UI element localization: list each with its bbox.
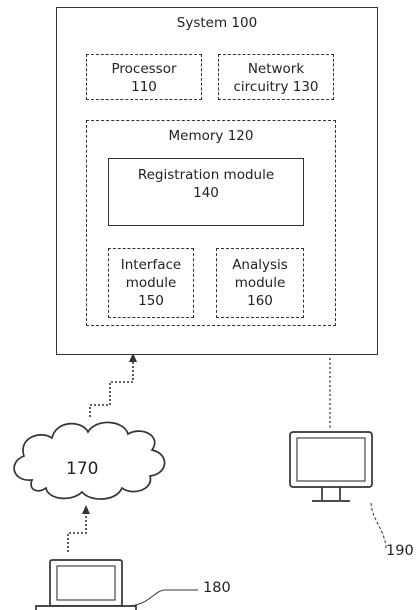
monitor-label: 190 [386,543,414,559]
network-box: Network circuitry 130 [218,54,334,100]
cloud-label: 170 [66,459,99,479]
monitor-icon [289,431,373,502]
monitor-leader-line [370,502,387,549]
laptop-icon [35,559,137,610]
analysis-box: Analysis module 160 [216,248,304,318]
laptop-label: 180 [203,580,231,596]
analysis-label-line1: Analysis [232,257,288,273]
arrow-up-icon [82,505,90,514]
analysis-label-line3: 160 [247,293,273,309]
registration-label-line1: Registration module [137,167,275,183]
arrow-up-icon [129,353,137,362]
laptop-leader-line [129,589,198,607]
system-label: System 100 [176,15,258,31]
interface-box: Interface module 150 [108,248,194,318]
cloud-shape [13,421,166,500]
interface-label-line1: Interface [120,257,182,273]
interface-label-line2: module [125,275,177,291]
processor-label-line2: 110 [131,79,157,95]
interface-label-line3: 150 [138,293,164,309]
processor-box: Processor 110 [86,54,202,100]
processor-label-line1: Processor [111,61,177,77]
memory-label: Memory 120 [168,128,254,144]
registration-box: Registration module 140 [108,158,304,226]
network-label-line2: circuitry 130 [233,79,319,95]
network-label-line1: Network [247,61,305,77]
cloud-laptop-connector [67,512,87,554]
registration-label-line2: 140 [193,185,219,201]
system-cloud-connector [89,358,134,418]
analysis-label-line2: module [234,275,286,291]
